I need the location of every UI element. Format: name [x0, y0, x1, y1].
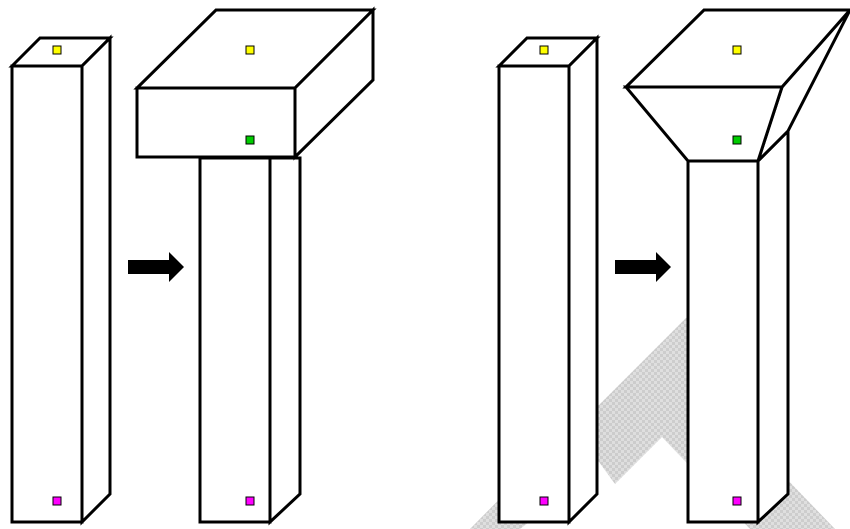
bottom-marker [732, 496, 742, 506]
cap-front-face [135, 86, 297, 159]
column-front-face [497, 64, 571, 524]
top-marker [539, 45, 549, 55]
shaft-front-face [198, 156, 272, 524]
shaft-front-face [686, 159, 760, 524]
column-right-original [495, 34, 601, 526]
bottom-marker [539, 496, 549, 506]
bottom-marker [52, 496, 62, 506]
top-marker [245, 45, 255, 55]
column-with-flared-cap [622, 8, 850, 526]
top-marker [732, 45, 742, 55]
right-arrow-icon [128, 252, 184, 282]
column-left-original [8, 34, 114, 526]
top-marker [52, 45, 62, 55]
flare-front-face [622, 85, 785, 163]
shaft-side-face [268, 156, 302, 526]
column-front-face [10, 64, 84, 524]
bottom-marker [245, 496, 255, 506]
joint-marker [732, 135, 742, 145]
joint-marker [245, 135, 255, 145]
column-with-box-cap [133, 6, 377, 526]
column-side-face [80, 34, 112, 526]
shaft-side-face [756, 127, 790, 526]
column-side-face [567, 34, 599, 526]
right-arrow-icon [615, 252, 671, 282]
